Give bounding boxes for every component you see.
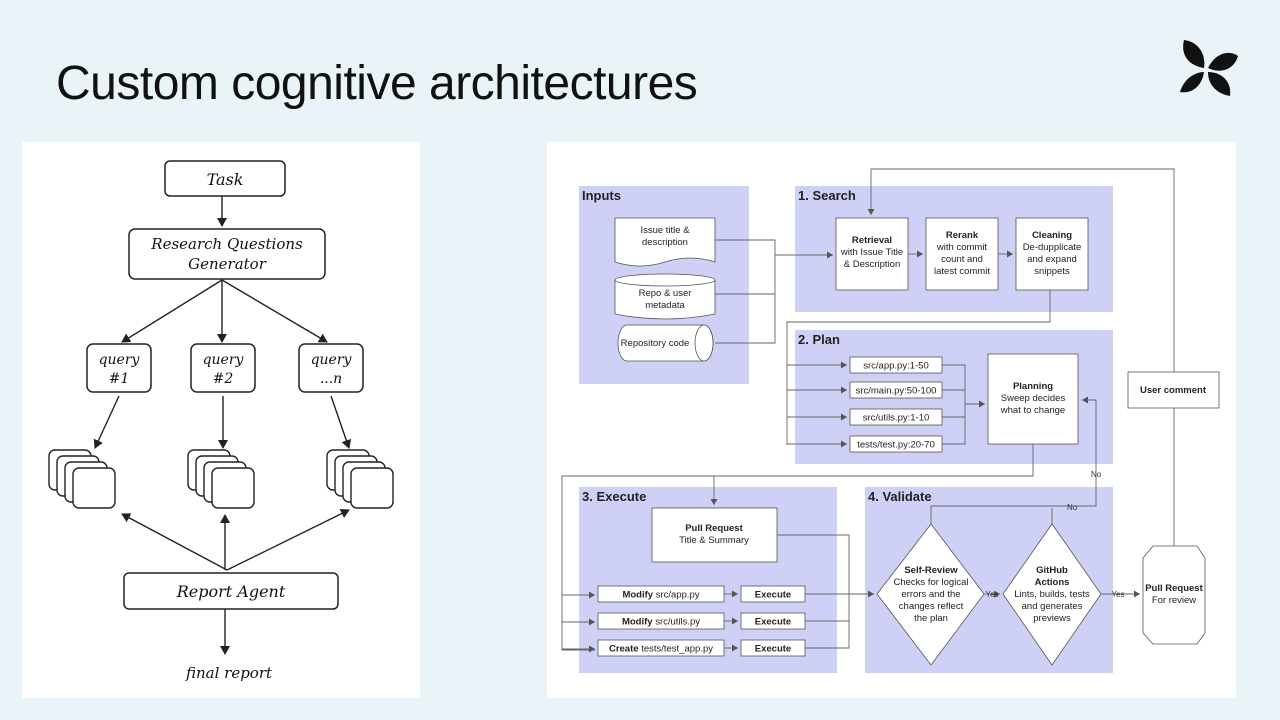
query-node-1: query #1 (86, 343, 152, 393)
query-node-n: query ...n (298, 343, 364, 393)
rerank-l2: count and (941, 254, 983, 265)
document-stack-1 (48, 449, 116, 509)
cleaning-l3: snippets (1034, 266, 1070, 277)
self-review-l3: changes reflect (899, 601, 964, 612)
self-review-l2: errors and the (901, 589, 960, 600)
repository-code-storage-node: Repository code (617, 324, 714, 362)
planning-l2: what to change (1000, 405, 1065, 416)
plan-file-2: src/main.py:50-100 (849, 381, 943, 399)
rerank-l3: latest commit (934, 266, 990, 277)
repo-metadata-database-node: Repo & user metadata (614, 273, 716, 320)
plan-file-2-label: src/main.py:50-100 (856, 386, 937, 397)
planning-title: Planning (1013, 381, 1053, 392)
plan-heading: 2. Plan (798, 332, 840, 347)
report-agent-node: Report Agent (123, 572, 339, 610)
query-node-2: query #2 (190, 343, 256, 393)
retrieval-l1: with Issue Title (840, 247, 903, 258)
repository-code-label: Repository code (621, 338, 690, 349)
query-n-line1: query (311, 352, 353, 368)
research-agent-diagram: Task Research Questions Generator query … (22, 142, 420, 698)
final-pull-request-node: Pull Request For review (1142, 545, 1206, 645)
planning-l1: Sweep decides (1001, 393, 1066, 404)
validate-heading: 4. Validate (868, 489, 932, 504)
final-pr-title: Pull Request (1145, 583, 1203, 594)
github-t2: Actions (1035, 577, 1070, 588)
issue-line1: Issue title & (640, 225, 690, 236)
self-review-l1: Checks for logical (894, 577, 969, 588)
brand-logo (1180, 40, 1238, 96)
cleaning-title: Cleaning (1032, 230, 1072, 241)
rerank-title: Rerank (946, 230, 979, 241)
page-title: Custom cognitive architectures (56, 57, 698, 110)
github-yes-label: Yes (1111, 590, 1124, 599)
execute-row-3-label: Create tests/test_app.py (609, 644, 713, 655)
retrieval-node: Retrieval with Issue Title & Description (835, 217, 909, 291)
final-pr-sub: For review (1152, 595, 1196, 606)
execute-row-1-label: Modify src/app.py (622, 590, 699, 601)
no-label-github: No (1067, 503, 1078, 512)
self-review-decision: Self-Review Checks for logical errors an… (876, 523, 985, 666)
self-review-title: Self-Review (904, 565, 958, 576)
issue-document-node: Issue title & description (614, 217, 716, 267)
generator-label-line2: Generator (188, 255, 267, 273)
document-stack-n (326, 449, 394, 509)
final-report-label: final report (185, 664, 273, 682)
search-heading: 1. Search (798, 188, 856, 203)
retrieval-l2: & Description (844, 259, 901, 270)
execute-row-1-action: Execute (755, 590, 791, 601)
repo-line2: metadata (645, 300, 685, 311)
research-questions-generator-node: Research Questions Generator (128, 228, 326, 280)
github-l3: previews (1033, 613, 1071, 624)
task-node: Task (164, 160, 286, 197)
execute-row-2-label: Modify src/utils.py (622, 617, 700, 628)
issue-line2: description (642, 237, 688, 248)
document-stack-2 (187, 449, 255, 509)
self-review-yes-label: Yes (985, 590, 998, 599)
pr-draft-sub: Title & Summary (679, 535, 749, 546)
sweep-flowchart-diagram: Inputs 1. Search 2. Plan 3. Execute 4. V… (547, 142, 1236, 698)
execute-row-2: Modify src/utils.py Execute (597, 612, 806, 630)
task-label: Task (207, 170, 244, 189)
rerank-node: Rerank with commit count and latest comm… (925, 217, 999, 291)
plan-file-3-label: src/utils.py:1-10 (863, 413, 930, 424)
query-2-line1: query (203, 352, 245, 368)
generator-label-line1: Research Questions (150, 235, 303, 253)
plan-file-1-label: src/app.py:1-50 (863, 361, 928, 372)
execute-row-3-action: Execute (755, 644, 791, 655)
query-n-line2: ...n (320, 371, 342, 387)
cleaning-node: Cleaning De-dupplicate and expand snippe… (1015, 217, 1089, 291)
execute-row-3: Create tests/test_app.py Execute (597, 639, 806, 657)
github-t1: GitHub (1036, 565, 1068, 576)
self-review-l4: the plan (914, 613, 948, 624)
cleaning-l1: De-dupplicate (1023, 242, 1082, 253)
query-1-line2: #1 (109, 371, 130, 387)
github-actions-decision: GitHub Actions Lints, builds, tests and … (1002, 523, 1102, 666)
github-l1: Lints, builds, tests (1014, 589, 1090, 600)
query-2-line2: #2 (213, 371, 234, 387)
pull-request-draft-node: Pull Request Title & Summary (651, 507, 778, 563)
repo-line1: Repo & user (639, 288, 692, 299)
execute-row-2-action: Execute (755, 617, 791, 628)
plan-file-4-label: tests/test.py:20-70 (857, 440, 935, 451)
github-l2: and generates (1022, 601, 1083, 612)
user-comment-label: User comment (1140, 385, 1207, 396)
retrieval-title: Retrieval (852, 235, 892, 246)
execute-heading: 3. Execute (582, 489, 646, 504)
user-comment-node: User comment (1127, 371, 1220, 409)
query-1-line1: query (99, 352, 141, 368)
rerank-l1: with commit (936, 242, 988, 253)
no-label-planning: No (1091, 470, 1102, 479)
plan-file-1: src/app.py:1-50 (849, 356, 943, 374)
report-agent-label: Report Agent (176, 582, 286, 601)
cleaning-l2: and expand (1027, 254, 1077, 265)
planning-node: Planning Sweep decides what to change (987, 353, 1079, 445)
pr-draft-title: Pull Request (685, 523, 743, 534)
plan-file-3: src/utils.py:1-10 (849, 408, 943, 426)
execute-row-1: Modify src/app.py Execute (597, 585, 806, 603)
plan-file-4: tests/test.py:20-70 (849, 435, 943, 453)
inputs-heading: Inputs (582, 188, 621, 203)
